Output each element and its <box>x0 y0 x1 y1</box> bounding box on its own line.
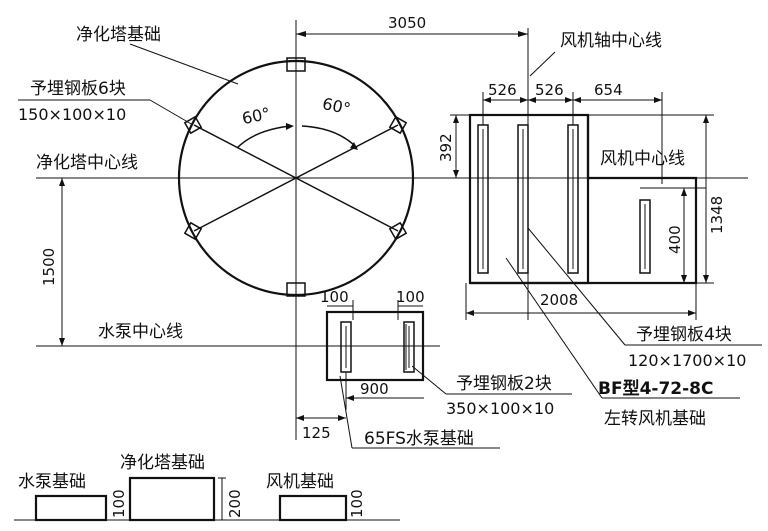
fan-foundation-step <box>470 115 698 285</box>
fan-model-label: BF型4-72-8C <box>598 378 713 399</box>
dim-125: 125 <box>302 424 331 442</box>
embedded-plate-upper-right <box>388 115 408 135</box>
dim-100a: 100 <box>320 288 349 306</box>
diagonal-2 <box>193 124 399 232</box>
dim-100b: 100 <box>396 288 425 306</box>
elevation-pump-label: 水泵基础 <box>18 472 86 492</box>
dim-400: 400 <box>666 225 684 254</box>
dim-526a: 526 <box>488 81 517 99</box>
dim-526b: 526 <box>535 81 564 99</box>
dim-1348: 1348 <box>708 196 726 234</box>
elevation-tower-height: 200 <box>226 489 244 518</box>
tower-center-line-label: 净化塔中心线 <box>36 153 138 173</box>
embedded-plate-top <box>286 57 306 72</box>
embedded-plate-upper-left <box>183 115 203 135</box>
embedded-plate-2-label: 予埋钢板2块 <box>456 374 552 394</box>
elevation-fan-block <box>278 494 348 522</box>
pump-center-line-label: 水泵中心线 <box>98 322 183 342</box>
pump-model-label: 65FS水泵基础 <box>364 429 474 449</box>
angle-left-label: 60° <box>240 104 272 128</box>
dim-654: 654 <box>594 81 623 99</box>
pump-plate-right <box>403 321 415 373</box>
elevation-pump-height: 100 <box>110 489 128 518</box>
elevation-fan-height: 100 <box>348 489 366 518</box>
dim-1500: 1500 <box>40 248 58 286</box>
dim-3050: 3050 <box>388 14 426 32</box>
dim-2008: 2008 <box>540 291 578 309</box>
elevation-tower-label: 净化塔基础 <box>120 453 205 473</box>
angle-right-label: 60° <box>321 94 353 118</box>
dim-392: 392 <box>437 133 455 162</box>
pump-foundation-rect <box>325 310 425 382</box>
fan-plate-4 <box>639 199 651 274</box>
angle-arc-right <box>301 125 358 149</box>
elevation-fan-label: 风机基础 <box>266 472 334 492</box>
embedded-plate-4-size: 120×1700×10 <box>628 351 746 370</box>
elevation-pump-block <box>34 494 108 522</box>
angle-arc-left <box>236 125 291 149</box>
embedded-plate-lower-right <box>388 221 408 241</box>
elevation-tower-block <box>128 476 216 522</box>
embedded-plate-4-label: 予埋钢板4块 <box>636 325 732 345</box>
tower-foundation-circle <box>177 59 415 297</box>
fan-center-line-label: 风机中心线 <box>600 149 685 169</box>
dim-900: 900 <box>360 380 389 398</box>
embedded-plate-2-size: 350×100×10 <box>446 399 554 418</box>
fan-model-desc: 左转风机基础 <box>604 409 706 429</box>
embedded-plate-bottom <box>286 282 306 297</box>
tower-foundation-label: 净化塔基础 <box>76 25 161 45</box>
embedded-plate-6-size: 150×100×10 <box>18 105 126 124</box>
fan-axis-line-label: 风机轴中心线 <box>560 31 662 51</box>
embedded-plate-lower-left <box>183 221 203 241</box>
fan-plate-2 <box>517 124 529 274</box>
embedded-plate-6-label: 予埋钢板6块 <box>30 79 126 99</box>
